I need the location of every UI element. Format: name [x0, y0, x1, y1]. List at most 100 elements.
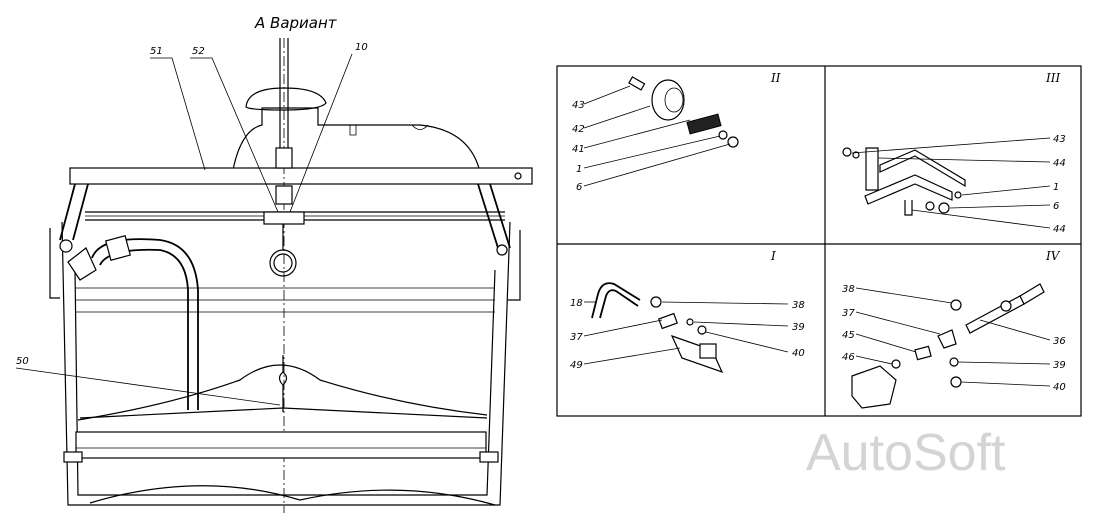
radiator-top-tank	[75, 287, 495, 313]
leader-iv-46	[855, 355, 893, 365]
lower-bar-end-left	[63, 451, 83, 463]
leader-iii-6	[949, 204, 1051, 209]
right-hook-eye	[496, 244, 508, 256]
callout-51: 51	[150, 46, 163, 57]
leader-iv-37	[855, 311, 941, 335]
bolt-38-iv	[950, 299, 962, 311]
leader-iv-36	[979, 319, 1051, 341]
lever-49-block	[699, 343, 717, 359]
nut-46	[891, 359, 901, 369]
right-side-bracket	[508, 230, 521, 301]
panel-dividers	[557, 66, 1081, 416]
lower-bar	[75, 431, 487, 459]
leader-iv-39	[957, 361, 1051, 365]
panel-iii-numeral: III	[1045, 71, 1060, 85]
panel-ii-label-1: 1	[576, 164, 582, 175]
washer-43-iii	[852, 151, 860, 159]
radiator-tank-top	[231, 107, 481, 176]
view-title: А Вариант	[254, 14, 338, 32]
panel-frame	[556, 65, 1082, 417]
leader-52	[190, 57, 279, 213]
lifting-bar	[69, 167, 533, 185]
bracket-44-upper	[865, 147, 879, 191]
panel-i-label-37: 37	[570, 332, 583, 343]
lever-49	[670, 334, 724, 374]
bolt-43	[628, 76, 646, 91]
leader-i-37	[583, 319, 663, 337]
panel-iii-label-44: 44	[1053, 158, 1066, 169]
panel-ii-label-43: 43	[572, 100, 585, 111]
panel-ii-label-6: 6	[576, 182, 582, 193]
suspension-rod	[279, 38, 289, 148]
pipe-inner	[99, 248, 189, 410]
panel-i-label-39: 39	[792, 322, 805, 333]
radiator-frame	[61, 221, 511, 506]
panel-iv-label-38: 38	[842, 284, 855, 295]
rod-link-upper	[275, 147, 293, 169]
panel-iv-label-39: 39	[1053, 360, 1066, 371]
panel-iv-label-45: 45	[842, 330, 855, 341]
nut-6-iii	[938, 202, 950, 214]
filler-cap	[245, 87, 327, 111]
lower-hook	[278, 355, 288, 386]
bar-lower	[864, 174, 953, 205]
callout-52: 52	[192, 46, 205, 57]
leader-iv-38	[855, 287, 953, 304]
panel-i-label-38: 38	[792, 300, 805, 311]
right-hook	[477, 183, 511, 249]
callout-10: 10	[355, 42, 368, 53]
nut-40	[697, 325, 707, 335]
panel-i-label-18: 18	[570, 298, 583, 309]
panel-ii-numeral: II	[770, 71, 781, 85]
rod-36	[965, 295, 1025, 334]
suspension-ring-inner	[273, 253, 293, 273]
leader-ii-1	[583, 135, 721, 169]
bracket-18	[591, 282, 641, 319]
leader-i-49	[583, 347, 681, 365]
bracket-44-lower	[904, 200, 913, 216]
leader-iii-43	[851, 137, 1051, 154]
panel-iii-label-1: 1	[1053, 182, 1059, 193]
link-37-iv	[937, 329, 957, 349]
bar-hole	[514, 172, 522, 180]
nut-6	[727, 136, 739, 148]
leader-iv-45	[855, 333, 917, 353]
panel-iv-label-37: 37	[842, 308, 855, 319]
leader-ii-6	[583, 143, 731, 187]
bolt-38	[650, 296, 662, 308]
watermark: AutoSoft	[806, 424, 1006, 482]
leader-iii-44-lower	[911, 209, 1051, 229]
panel-i-numeral: I	[770, 249, 776, 263]
panel-iii-label-43: 43	[1053, 134, 1066, 145]
panel-iv: IV 38 37 45 46 36 39 40	[842, 249, 1066, 409]
panel-iii: III 43 44 1 6 44	[842, 71, 1066, 235]
panel-iv-label-46: 46	[842, 352, 855, 363]
main-view: А Вариант	[15, 14, 533, 513]
panel-iii-label-44-lower: 44	[1053, 224, 1066, 235]
rod-clamp	[263, 211, 305, 225]
bar-upper	[879, 149, 966, 188]
left-hook-eye	[59, 239, 73, 253]
pipe-elbow	[67, 247, 97, 281]
leader-10	[289, 53, 353, 213]
nut-40-iv	[950, 376, 962, 388]
leader-i-38	[661, 301, 789, 305]
leader-ii-41	[583, 119, 691, 149]
washer-6-iii	[925, 201, 935, 211]
leader-51	[150, 57, 206, 171]
left-hook	[59, 183, 89, 241]
lower-sling	[79, 407, 488, 419]
panel-iv-label-36: 36	[1053, 336, 1066, 347]
washer-1	[718, 130, 728, 140]
panel-i-label-49: 49	[570, 360, 583, 371]
leader-iii-44-upper	[877, 157, 1051, 163]
callout-50: 50	[16, 356, 29, 367]
leader-i-39	[693, 321, 789, 327]
leader-ii-43	[583, 85, 631, 105]
washer-1-iii	[954, 191, 962, 199]
leader-iii-1	[961, 185, 1051, 196]
link-37	[658, 312, 678, 330]
leader-50	[15, 367, 281, 406]
